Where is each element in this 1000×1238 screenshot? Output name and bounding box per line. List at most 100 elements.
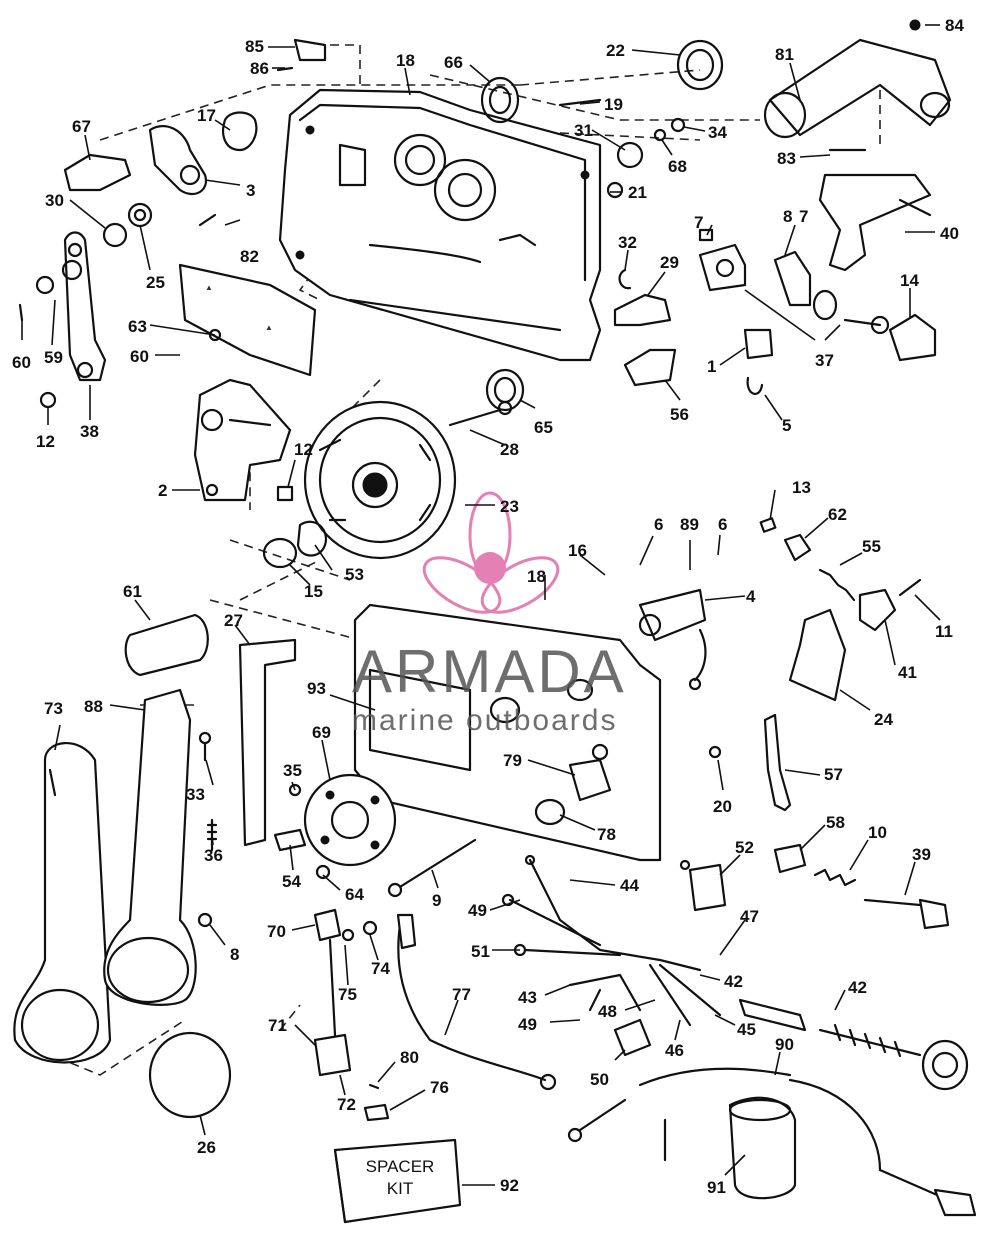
callout-69: 69 (312, 723, 331, 742)
callout-73: 73 (44, 699, 63, 718)
callout-75: 75 (338, 985, 357, 1004)
handle-73 (13, 742, 112, 1064)
callout-1: 1 (707, 357, 716, 376)
callout-79: 79 (503, 751, 522, 770)
callout-93: 93 (307, 679, 326, 698)
connector-50 (613, 1018, 652, 1057)
callout-15: 15 (304, 582, 323, 601)
cables-90 (567, 1067, 977, 1217)
lever-parts-left (63, 111, 258, 248)
callout-74: 74 (371, 959, 390, 978)
callout-4: 4 (746, 587, 756, 606)
callout-7a: 7 (694, 213, 703, 232)
callout-8: 8 (783, 207, 792, 226)
callout-68: 68 (668, 157, 687, 176)
callout-37: 37 (815, 351, 834, 370)
lever-38 (18, 231, 107, 409)
callout-36: 36 (204, 846, 223, 865)
callout-76: 76 (430, 1078, 449, 1097)
callout-50: 50 (590, 1070, 609, 1089)
small-parts-middle-right (613, 268, 774, 395)
relay-52 (679, 859, 727, 912)
callout-63: 63 (128, 317, 147, 336)
callout-82: 82 (240, 247, 259, 266)
callout-30: 30 (45, 191, 64, 210)
spring-parts-58 (773, 843, 950, 930)
callout-12b: 12 (294, 440, 313, 459)
callout-58: 58 (826, 813, 845, 832)
callout-83: 83 (777, 149, 796, 168)
plate-63: ▲ ▲ (178, 263, 317, 377)
callout-5: 5 (782, 416, 791, 435)
ring-69 (303, 773, 397, 867)
spacer-kit-label-line2: KIT (387, 1179, 413, 1198)
callout-27: 27 (224, 611, 243, 630)
callout-59: 59 (44, 348, 63, 367)
callout-17: 17 (197, 106, 216, 125)
spacer-kit-label-line1: SPACER (366, 1157, 435, 1176)
callout-52: 52 (735, 838, 754, 857)
bar-27 (238, 638, 297, 847)
throttle-arm-81 (763, 19, 952, 139)
callout-11: 11 (935, 622, 953, 641)
knob-14 (888, 313, 937, 362)
callout-84: 84 (945, 16, 964, 35)
leader-lines (21, 24, 941, 1176)
callout-29: 29 (660, 253, 679, 272)
callout-16: 16 (568, 541, 587, 560)
callout-47: 47 (740, 907, 759, 926)
callout-86: 86 (250, 59, 269, 78)
switch-parts-37 (698, 228, 890, 335)
callout-25: 25 (146, 273, 165, 292)
callout-18-upper: 18 (396, 51, 415, 70)
callout-60b: 60 (130, 347, 149, 366)
callout-9: 9 (432, 891, 441, 910)
seal-22 (676, 39, 724, 91)
bushing-66 (480, 76, 520, 124)
callout-22: 22 (606, 41, 625, 60)
callout-21: 21 (628, 183, 647, 202)
callout-48: 48 (598, 1002, 617, 1021)
callout-34: 34 (708, 123, 727, 142)
callout-61: 61 (123, 582, 142, 601)
callout-18-lower: 18 (527, 567, 546, 586)
callout-6b: 6 (718, 515, 727, 534)
bracket-2 (193, 378, 292, 502)
assembly-dashed-lines (14, 44, 881, 1076)
gear-23 (303, 400, 457, 560)
switch-4 (638, 588, 707, 691)
bolt-9 (387, 838, 477, 898)
callout-70: 70 (267, 922, 286, 941)
callout-7b: 7 (799, 207, 808, 226)
cable-42 (738, 998, 969, 1091)
callout-44: 44 (620, 876, 639, 895)
callout-92: 92 (500, 1176, 519, 1195)
callout-80: 80 (400, 1048, 419, 1067)
wiring-harness (501, 854, 722, 1027)
callout-41: 41 (898, 663, 917, 682)
svg-text:▲: ▲ (265, 323, 273, 332)
callout-24: 24 (874, 710, 893, 729)
callout-49b: 49 (518, 1015, 537, 1034)
callout-labels: 85 86 18 66 22 81 84 67 17 19 31 34 68 8… (12, 16, 964, 1197)
callout-55: 55 (862, 537, 881, 556)
callout-45: 45 (737, 1020, 756, 1039)
callout-26: 26 (197, 1138, 216, 1157)
callout-71: 71 (268, 1016, 287, 1035)
callout-13: 13 (792, 478, 811, 497)
plate-24 (788, 608, 847, 702)
callout-51: 51 (471, 942, 490, 961)
callout-67: 67 (72, 117, 91, 136)
svg-text:▲: ▲ (205, 283, 213, 292)
callout-54: 54 (282, 872, 301, 891)
callout-66: 66 (444, 53, 463, 72)
callout-78: 78 (597, 825, 616, 844)
callout-42a: 42 (724, 972, 743, 991)
callout-32: 32 (618, 233, 637, 252)
small-parts-top-right (558, 98, 867, 199)
callout-12a: 12 (36, 432, 55, 451)
propeller-icon (422, 491, 560, 614)
clip-85 (276, 38, 327, 72)
callout-77: 77 (452, 985, 471, 1004)
